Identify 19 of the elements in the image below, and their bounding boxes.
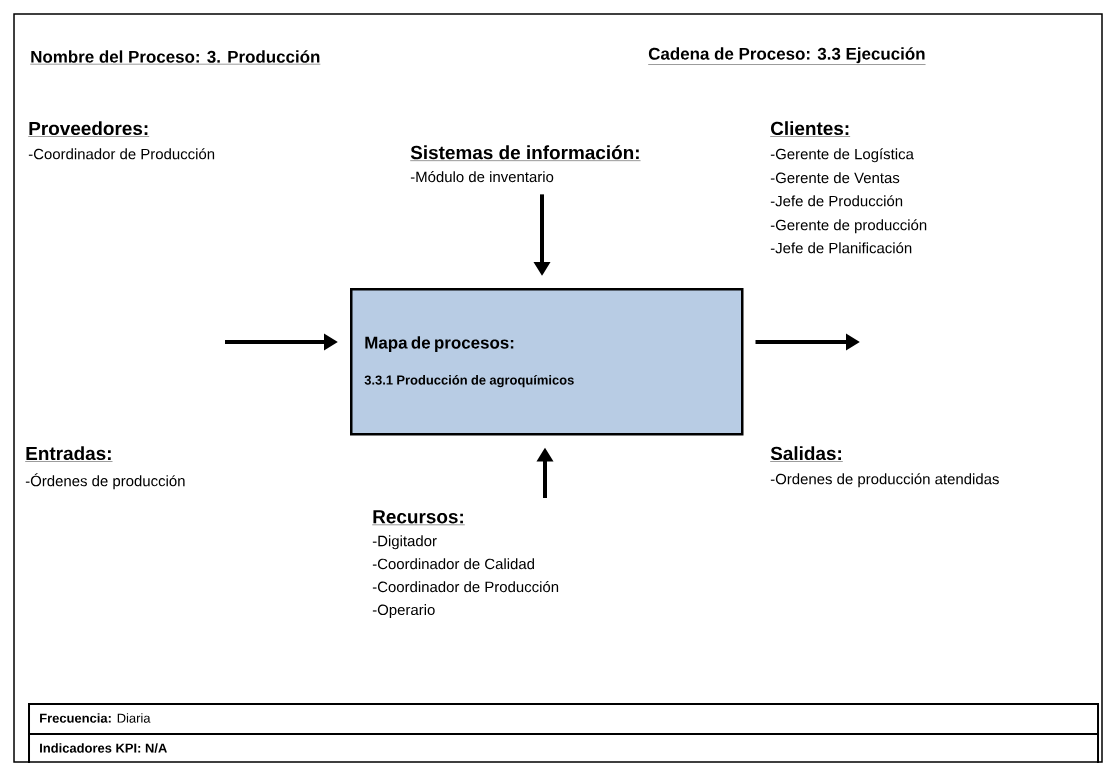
section-heading: Entradas: [25, 446, 113, 462]
text-block: Recursos: -Digitador -Coordinador de Calidad -Coordinador de Producción -Operario [372, 510, 559, 619]
process-box: Mapa de procesos: 3.3.1 Producción de agroquímicos [350, 288, 744, 436]
list-item: -Gerente de Ventas [770, 172, 900, 184]
process-title: Cadena de Proceso: 3.3 Ejecución [648, 47, 926, 65]
section-heading: Clientes: [770, 121, 851, 137]
list-item: -Órdenes de producción [25, 473, 185, 490]
section-heading: Proveedores: [28, 121, 150, 137]
section-heading: Salidas: [770, 446, 843, 462]
list-item: -Jefe de Producción [770, 195, 903, 207]
list-item: -Ordenes de producción atendidas [770, 473, 999, 488]
list-item: -Jefe de Planificación [770, 242, 912, 254]
info-row: Frecuencia: Diaria [28, 703, 1099, 735]
list-item: -Gerente de producción [770, 219, 927, 234]
process-title: Nombre del Proceso: 3. Producción [30, 50, 321, 65]
info-row: Indicadores KPI: N/A [28, 733, 1099, 763]
list-item: -Coordinador de Producción [28, 148, 215, 160]
text-block: Sistemas de información: -Módulo de inventario [410, 145, 641, 183]
list-item: -Gerente de Logística [770, 148, 914, 163]
